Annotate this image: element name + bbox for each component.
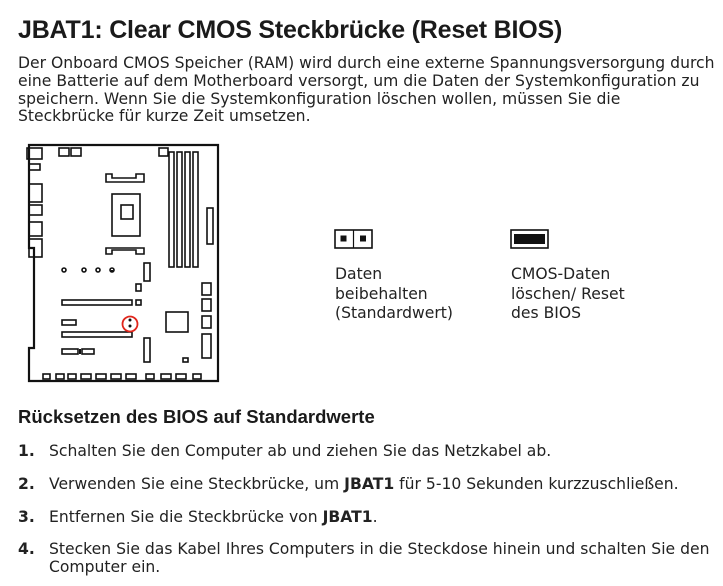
- step-text: Stecken Sie das Kabel Ihres Computers in…: [49, 540, 710, 576]
- caption-clear-cmos: CMOS-Daten löschen/ Reset des BIOS: [511, 265, 625, 322]
- jumper-label: JBAT1: [344, 475, 395, 493]
- step-text: Verwenden Sie eine Steckbrücke, um JBAT1…: [49, 475, 679, 493]
- steps-heading: Rücksetzen des BIOS auf Standardwerte: [18, 406, 375, 427]
- step-number: 3.: [18, 508, 35, 526]
- step-number: 4.: [18, 540, 35, 558]
- motherboard-diagram: [26, 143, 220, 383]
- jbat1-location-marker: [121, 315, 139, 333]
- intro-paragraph: Der Onboard CMOS Speicher (RAM) wird dur…: [18, 54, 715, 126]
- step-text: Schalten Sie den Computer ab und ziehen …: [49, 442, 552, 460]
- step-item: 3. Entfernen Sie die Steckbrücke von JBA…: [18, 508, 718, 527]
- caption-keep-data: Daten beibehalten (Standardwert): [335, 265, 453, 322]
- step-item: 1. Schalten Sie den Computer ab und zieh…: [18, 442, 718, 461]
- jumper-label: JBAT1: [322, 508, 373, 526]
- page-title: JBAT1: Clear CMOS Steckbrücke (Reset BIO…: [18, 16, 563, 44]
- step-number: 2.: [18, 475, 35, 493]
- jumper-open-icon: [334, 229, 373, 249]
- step-number: 1.: [18, 442, 35, 460]
- step-item: 4. Stecken Sie das Kabel Ihres Computers…: [18, 540, 718, 577]
- step-item: 2. Verwenden Sie eine Steckbrücke, um JB…: [18, 475, 718, 494]
- step-text: Entfernen Sie die Steckbrücke von JBAT1.: [49, 508, 378, 526]
- jumper-closed-icon: [510, 229, 549, 249]
